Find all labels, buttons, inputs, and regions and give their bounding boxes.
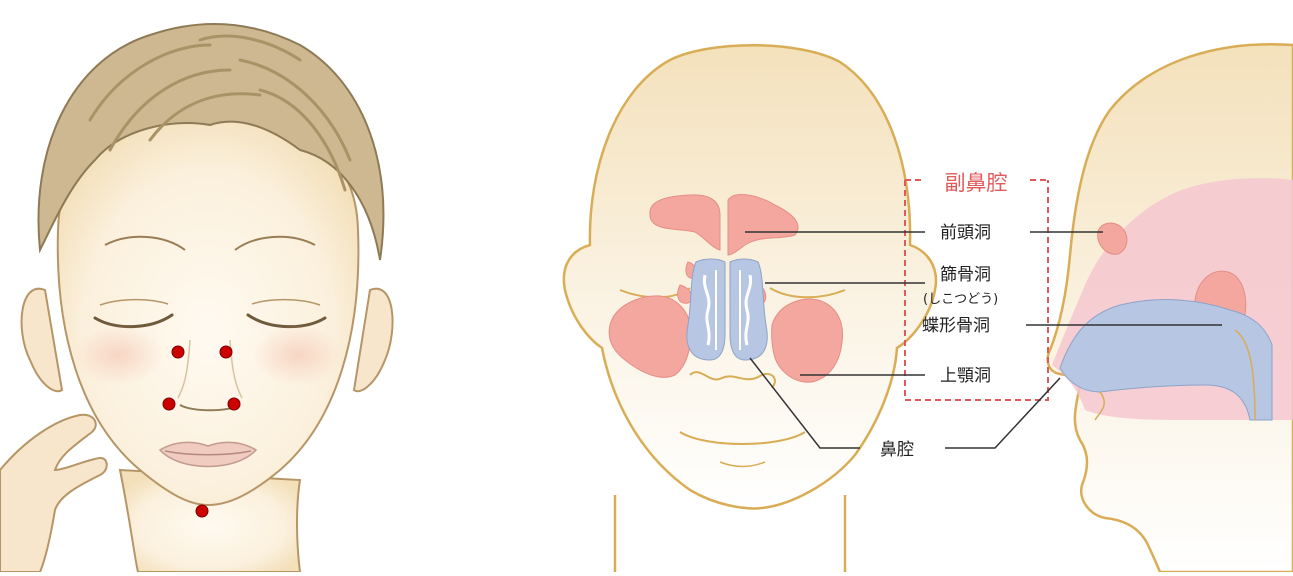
pressure-point-chin — [196, 505, 208, 517]
pressure-point-left-nose-wing — [163, 398, 175, 410]
label-ethmoid-reading: (しこつどう) — [923, 292, 998, 307]
maxillary-sinus-right — [772, 299, 843, 382]
frontal-head-diagram — [564, 45, 936, 572]
label-sphenoid-sinus: 蝶形骨洞 — [922, 316, 990, 336]
label-nasal-cavity: 鼻腔 — [880, 440, 914, 460]
profile-head-diagram — [1048, 44, 1293, 572]
pressure-point-right-inner-eye — [220, 346, 232, 358]
label-frontal-sinus: 前頭洞 — [940, 223, 991, 243]
pressure-point-left-inner-eye — [172, 346, 184, 358]
label-maxillary-sinus: 上顎洞 — [940, 366, 991, 386]
pressure-point-right-nose-wing — [228, 398, 240, 410]
woman-face-illustration — [0, 24, 393, 572]
label-ethmoid-sinus: 篩骨洞 — [940, 265, 991, 285]
callout-title: 副鼻腔 — [945, 171, 1008, 195]
leader-line-nasal-cavity-profile — [945, 378, 1060, 448]
nasal-cavity-left — [687, 259, 725, 360]
